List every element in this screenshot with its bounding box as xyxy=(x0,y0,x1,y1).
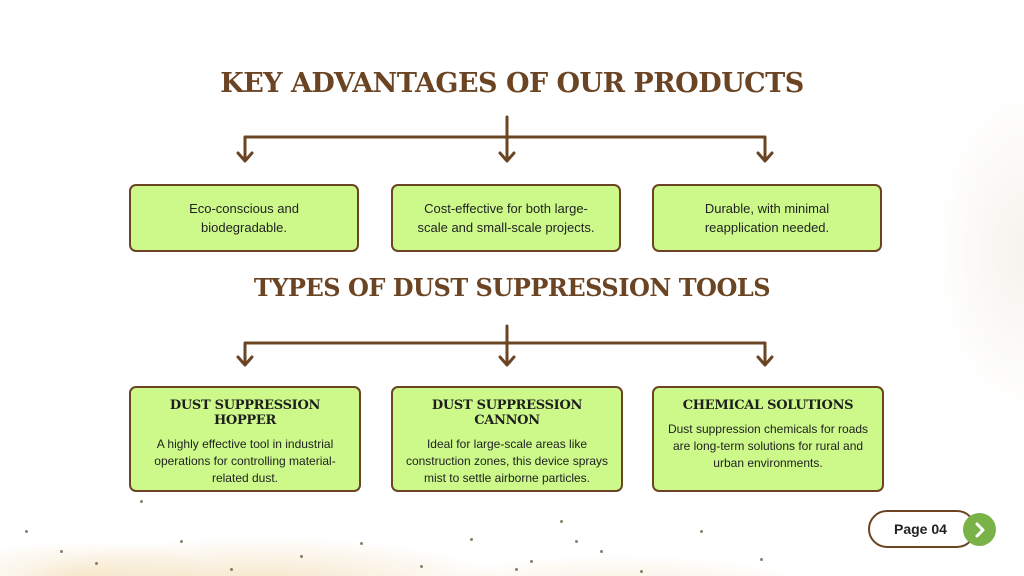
advantages-arrowheads xyxy=(236,151,774,163)
tool-description: A highly effective tool in industrial op… xyxy=(154,437,336,485)
advantage-card-durable: Durable, with minimal reapplication need… xyxy=(652,184,882,252)
tool-description: Dust suppression chemicals for roads are… xyxy=(667,422,869,470)
tool-name: CHEMICAL SOLUTIONS xyxy=(682,398,854,413)
dust-specks xyxy=(0,480,1024,576)
advantages-connector xyxy=(243,115,767,162)
chevron-right-icon xyxy=(975,522,984,537)
haze-background xyxy=(864,40,1024,460)
advantage-text: Eco-conscious and biodegradable. xyxy=(189,201,299,235)
tool-name: DUST SUPPRESSION HOPPER xyxy=(169,398,321,428)
advantages-title: KEY ADVANTAGES OF OUR PRODUCTS xyxy=(220,68,804,99)
advantage-card-eco: Eco-conscious and biodegradable. xyxy=(129,184,359,252)
tool-card-cannon: DUST SUPPRESSION CANNON Ideal for large-… xyxy=(391,386,623,492)
tools-title: TYPES OF DUST SUPPRESSION TOOLS xyxy=(253,273,771,302)
next-page-button[interactable] xyxy=(963,513,996,546)
tools-connector xyxy=(243,324,767,366)
tool-description: Ideal for large-scale areas like constru… xyxy=(405,437,609,485)
page-indicator: Page 04 xyxy=(868,510,976,548)
tool-card-chemical: CHEMICAL SOLUTIONS Dust suppression chem… xyxy=(652,386,884,492)
tool-card-hopper: DUST SUPPRESSION HOPPER A highly effecti… xyxy=(129,386,361,492)
advantage-text: Cost-effective for both large-scale and … xyxy=(417,201,595,235)
tool-name: DUST SUPPRESSION CANNON xyxy=(431,398,583,428)
tools-arrowheads xyxy=(236,355,774,367)
advantage-text: Durable, with minimal reapplication need… xyxy=(704,201,830,235)
page-label: Page 04 xyxy=(894,521,947,537)
advantage-card-cost: Cost-effective for both large-scale and … xyxy=(391,184,621,252)
